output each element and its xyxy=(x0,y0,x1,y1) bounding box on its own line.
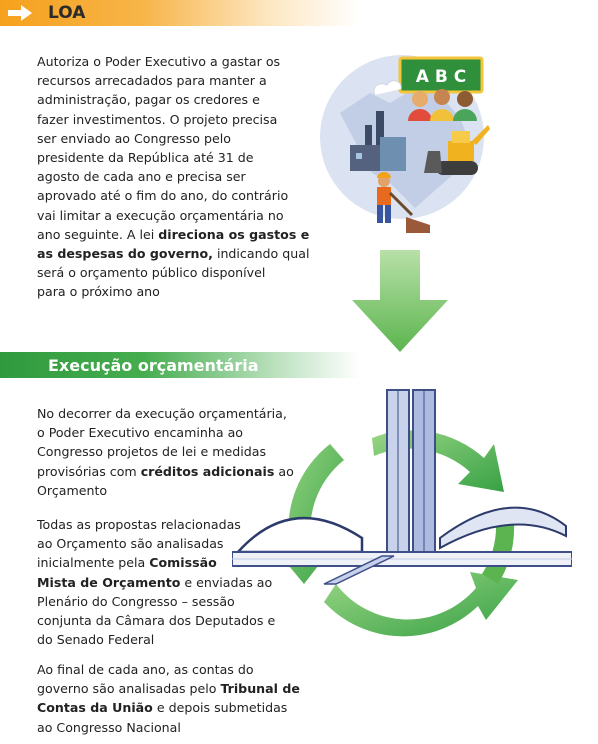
execucao-paragraph-1: No decorrer da execução orçamentária, o … xyxy=(37,406,294,498)
bulldozer-icon xyxy=(424,125,490,175)
congress-ramp xyxy=(323,555,395,585)
students-icon xyxy=(408,89,477,121)
loa-banner: LOA xyxy=(0,0,360,26)
arrow-down-icon xyxy=(352,250,448,352)
factory-icon xyxy=(350,80,406,171)
execucao-title: Execução orçamentária xyxy=(48,355,259,375)
congress-towers-icon xyxy=(386,389,436,559)
execucao-banner: Execução orçamentária xyxy=(0,352,360,378)
execucao-paragraph-2: Todas as propostas relacionadas ao Orçam… xyxy=(37,517,276,648)
svg-text:A B C: A B C xyxy=(416,67,466,87)
loa-paragraph: Autoriza o Poder Executivo a gastar os r… xyxy=(37,54,310,300)
arrow-right-icon xyxy=(0,0,40,26)
public-spending-illustration: A B C xyxy=(320,55,490,233)
worker-icon xyxy=(377,172,430,233)
national-congress-illustration xyxy=(232,389,572,637)
chamber-dome-icon xyxy=(439,506,567,550)
senate-dome-icon xyxy=(235,516,364,554)
loa-title: LOA xyxy=(48,3,86,23)
execucao-paragraph-3: Ao final de cada ano, as contas do gover… xyxy=(37,662,300,735)
